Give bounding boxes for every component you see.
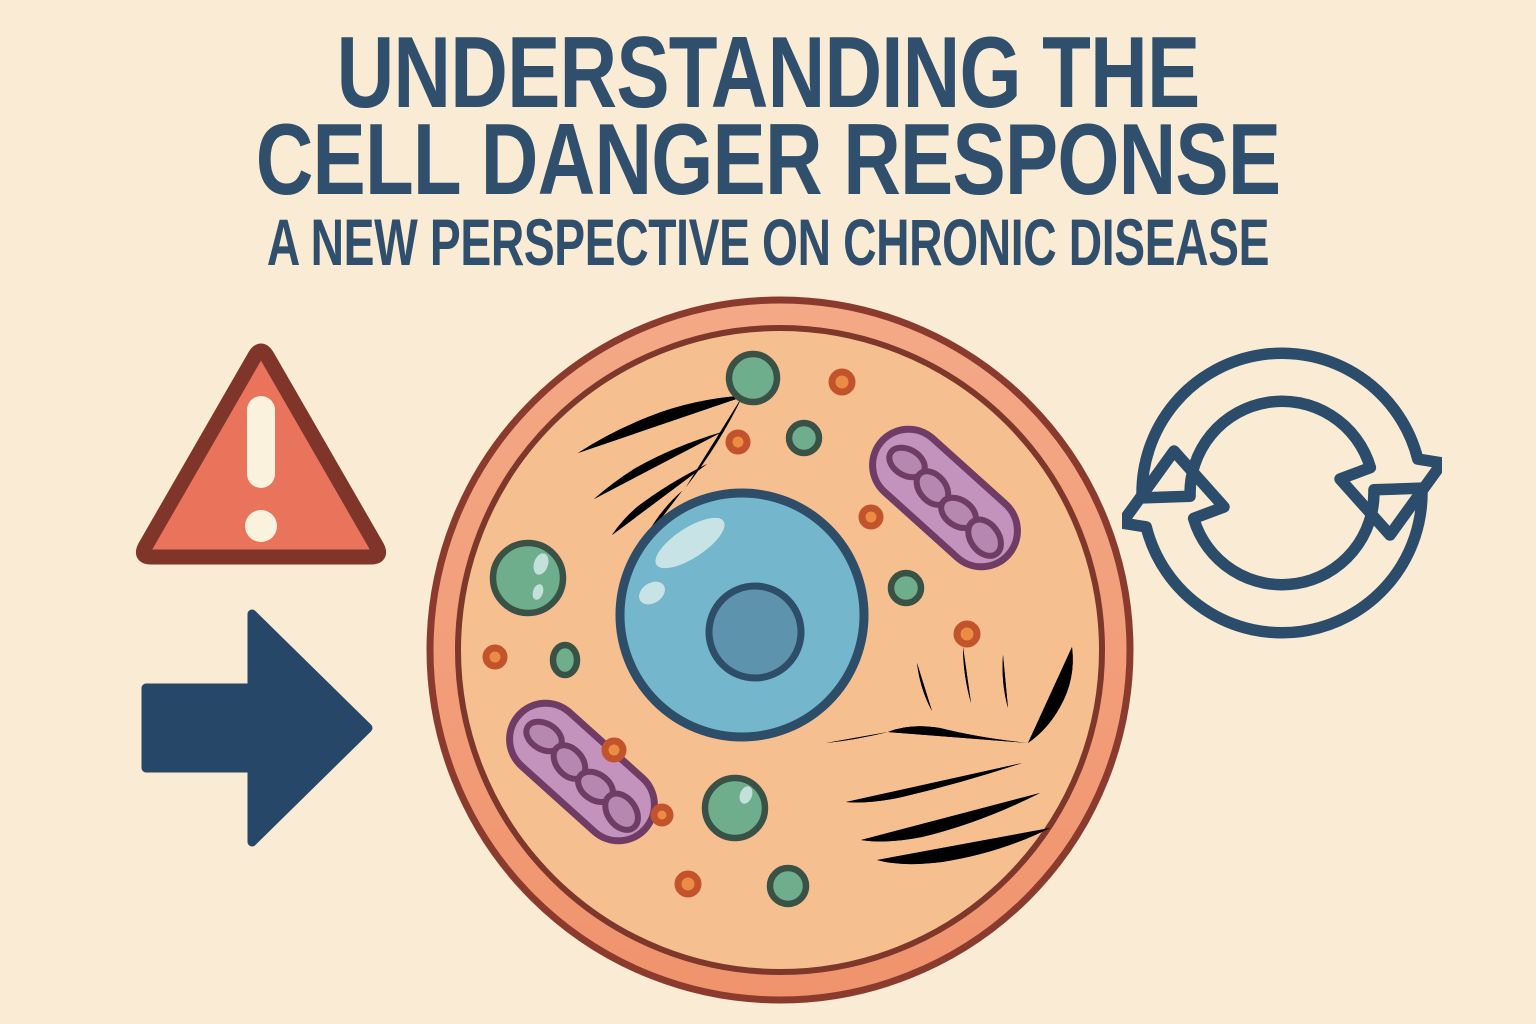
vesicle-large-left [489, 539, 567, 617]
mitochondrion-lower [506, 699, 658, 845]
nucleolus [705, 582, 805, 682]
mitochondrion-upper [869, 425, 1021, 571]
cycle-arrow-top [1142, 353, 1442, 535]
nucleus-highlight [655, 517, 725, 569]
warning-triangle-icon [136, 343, 386, 565]
page-title-line-1: UNDERSTANDING THE [336, 17, 1201, 129]
cycle-arrow-bottom [1122, 451, 1422, 633]
vesicle-large-bottom [701, 774, 769, 842]
cycle-arrows-icon [1122, 333, 1442, 653]
page-subtitle: A NEW PERSPECTIVE ON CHRONIC DISEASE [266, 205, 1270, 279]
nucleus [615, 488, 869, 742]
animal-cell-diagram [426, 296, 1134, 1004]
right-arrow-icon [141, 609, 373, 847]
granules [482, 368, 981, 898]
page-title-line-2: CELL DANGER RESPONSE [255, 104, 1281, 216]
exclamation-mark [245, 396, 277, 542]
vesicles [489, 350, 925, 908]
